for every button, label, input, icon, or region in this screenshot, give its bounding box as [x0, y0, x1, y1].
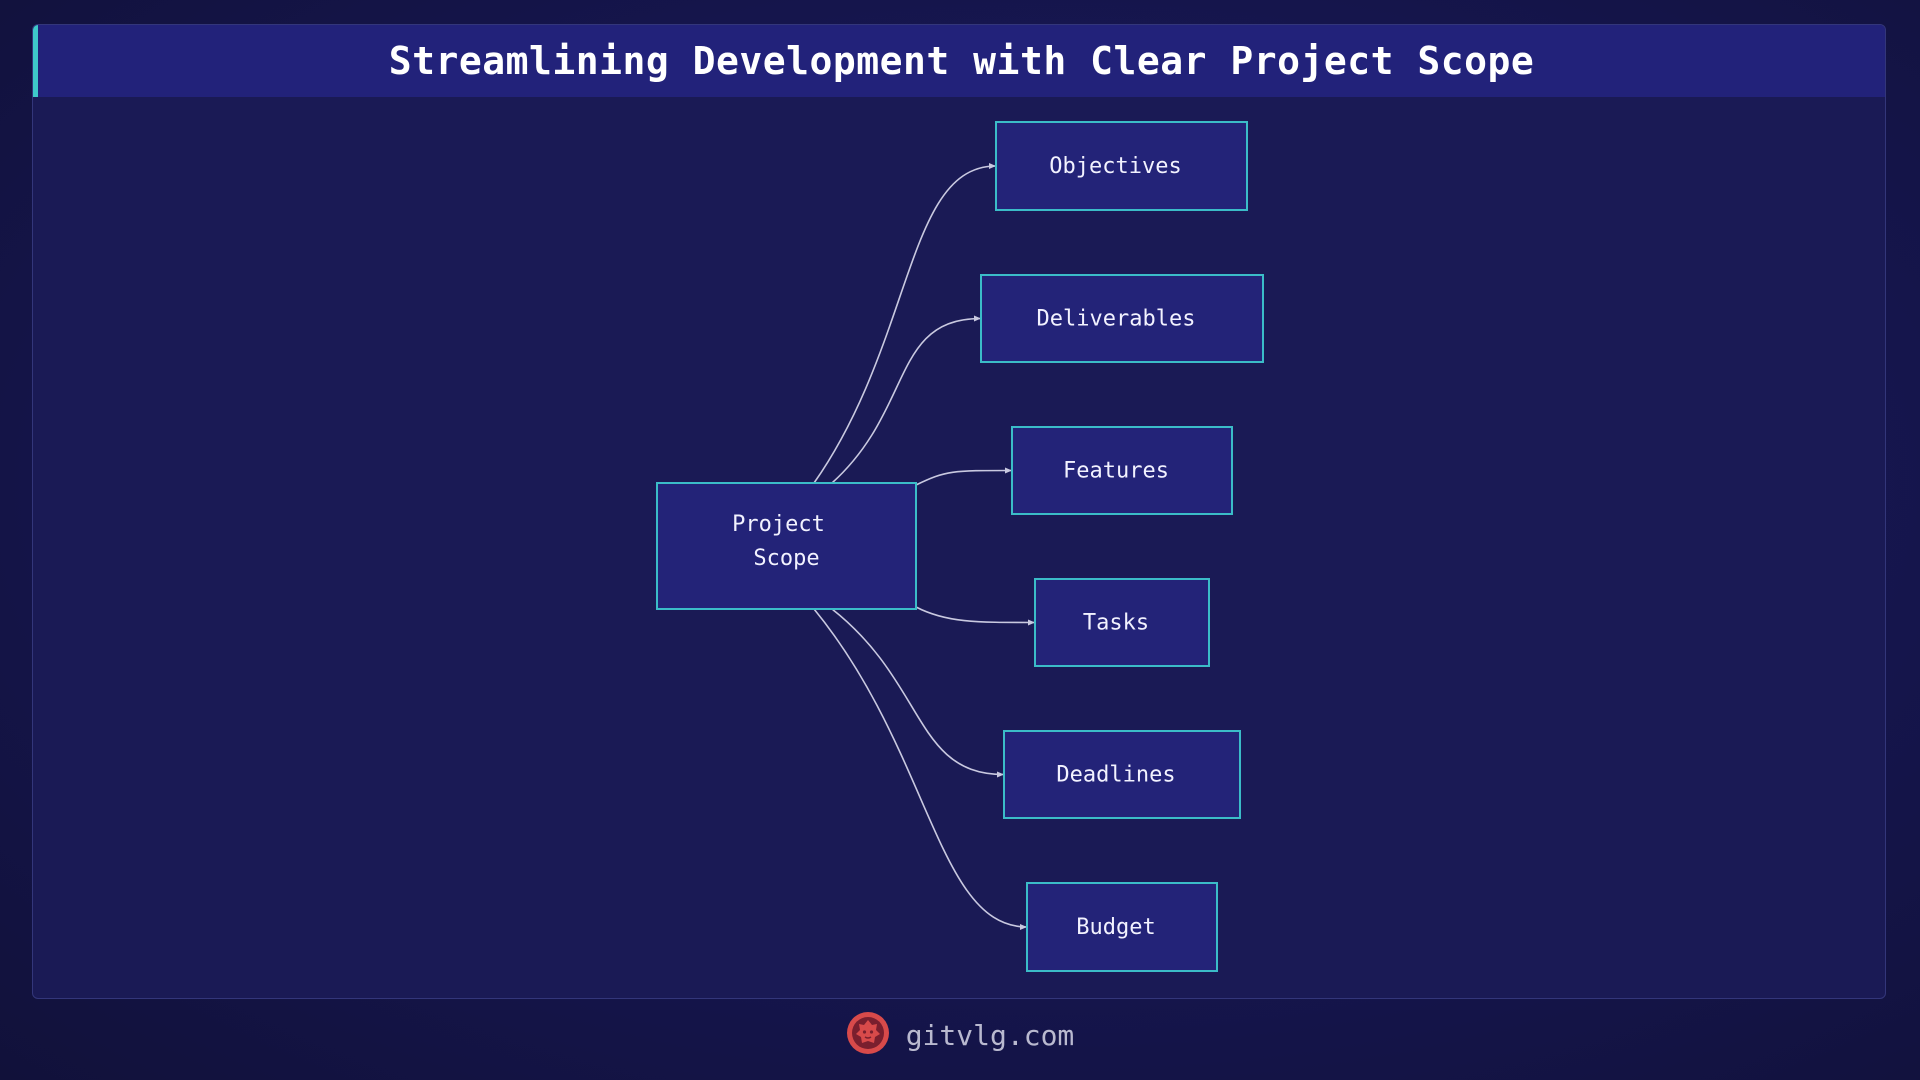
root-node-box [656, 482, 917, 610]
footer: gitvlg.com [0, 1010, 1920, 1060]
edge-scope-to-deadlines [831, 608, 1005, 778]
node-tasks[interactable]: Tasks [1034, 578, 1210, 667]
node-deliverables[interactable]: Deliverables [980, 274, 1264, 363]
node-tasks-box [1034, 578, 1210, 667]
edge-scope-to-tasks [915, 606, 1036, 626]
node-budget-label: Budget [1076, 915, 1155, 940]
title-bar: Streamlining Development with Clear Proj… [33, 25, 1885, 97]
page-title: Streamlining Development with Clear Proj… [388, 39, 1535, 83]
node-deadlines[interactable]: Deadlines [1003, 730, 1241, 819]
root-node[interactable]: Project Scope [656, 482, 917, 610]
root-node-label-line-1: Project [732, 512, 825, 537]
node-features[interactable]: Features [1011, 426, 1233, 515]
node-deliverables-box [980, 274, 1264, 363]
node-tasks-label: Tasks [1083, 611, 1149, 636]
edge-scope-to-budget [813, 608, 1028, 930]
node-features-label: Features [1063, 459, 1169, 484]
edge-scope-to-deliverables [831, 315, 982, 484]
node-deadlines-box [1003, 730, 1241, 819]
footer-site-link[interactable]: gitvlg.com [905, 1018, 1075, 1052]
node-budget[interactable]: Budget [1026, 882, 1218, 972]
node-features-box [1011, 426, 1233, 515]
diagram-panel: Streamlining Development with Clear Proj… [32, 24, 1886, 999]
lion-logo-icon [846, 1011, 890, 1059]
node-budget-box [1026, 882, 1218, 972]
root-node-label-line-2: Scope [753, 546, 819, 571]
node-objectives-box [995, 121, 1248, 211]
node-deadlines-label: Deadlines [1056, 763, 1175, 788]
edge-scope-to-features [915, 467, 1013, 486]
node-objectives[interactable]: Objectives [995, 121, 1248, 211]
node-deliverables-label: Deliverables [1037, 307, 1196, 332]
node-objectives-label: Objectives [1049, 154, 1181, 179]
edge-scope-to-objectives [813, 163, 997, 484]
edges [813, 163, 1036, 930]
nodes: Project Scope ObjectivesDeliverablesFeat… [656, 121, 1264, 972]
